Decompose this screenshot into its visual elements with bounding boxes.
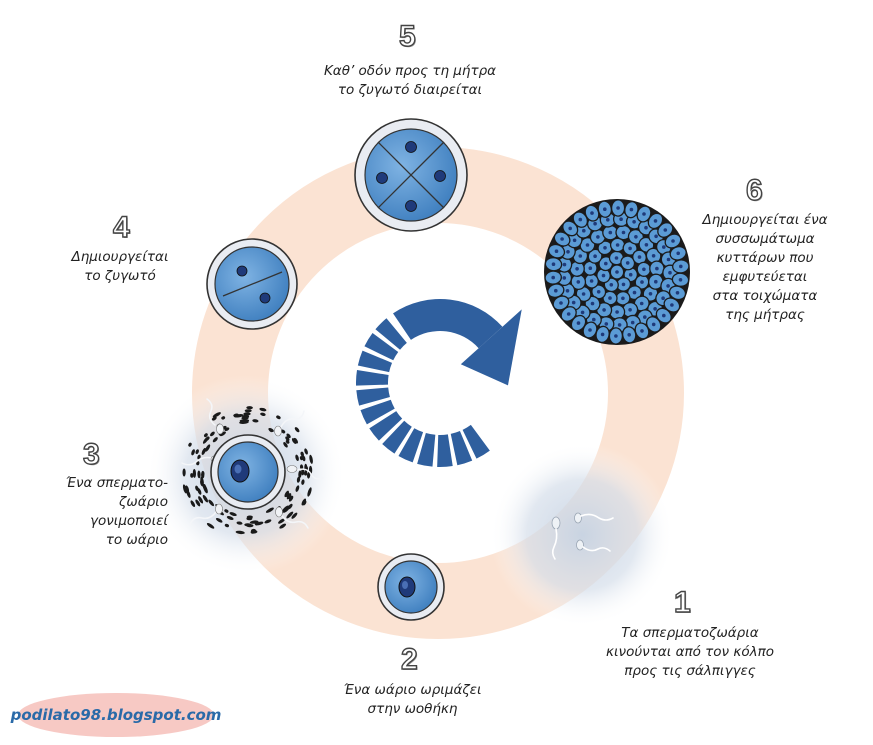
cycle-arrow-icon <box>355 299 522 467</box>
stage-6-number: 6 <box>745 174 763 207</box>
stage-3-caption: Ένα σπερματο- ζωάριο γονιμοποιεί το ωάρι… <box>65 475 168 548</box>
egg-cell <box>377 553 445 621</box>
sperm-icon <box>551 512 614 560</box>
stage-4-number: 4 <box>112 211 130 244</box>
stage-3-number: 3 <box>82 438 100 471</box>
watermark: podilato98.blogspot.com <box>11 693 221 737</box>
dividing-zygote-cell <box>354 118 468 232</box>
stage-2-number: 2 <box>400 643 418 676</box>
haze-stage-1 <box>490 443 674 627</box>
stage-4-caption: Δημιουργείται το ζυγωτό <box>71 249 169 284</box>
stage-6-caption: Δημιουργείται ένα συσσωμάτωμα κυττάρων π… <box>702 212 828 323</box>
stage-1-number: 1 <box>673 586 691 619</box>
zygote-cell <box>206 238 298 330</box>
fertilized-egg <box>181 398 324 535</box>
cell-cluster <box>544 199 690 345</box>
watermark-text: podilato98.blogspot.com <box>10 706 222 724</box>
stage-2-caption: Ένα ωάριο ωριμάζει στην ωοθήκη <box>343 682 482 717</box>
stage-5-caption: Καθ’ οδόν προς τη μήτρα το ζυγωτό διαιρε… <box>323 63 497 98</box>
stage-5-number: 5 <box>398 20 416 53</box>
stage-1-caption: Τα σπερματοζωάρια κινούνται από τον κόλπ… <box>606 625 774 679</box>
